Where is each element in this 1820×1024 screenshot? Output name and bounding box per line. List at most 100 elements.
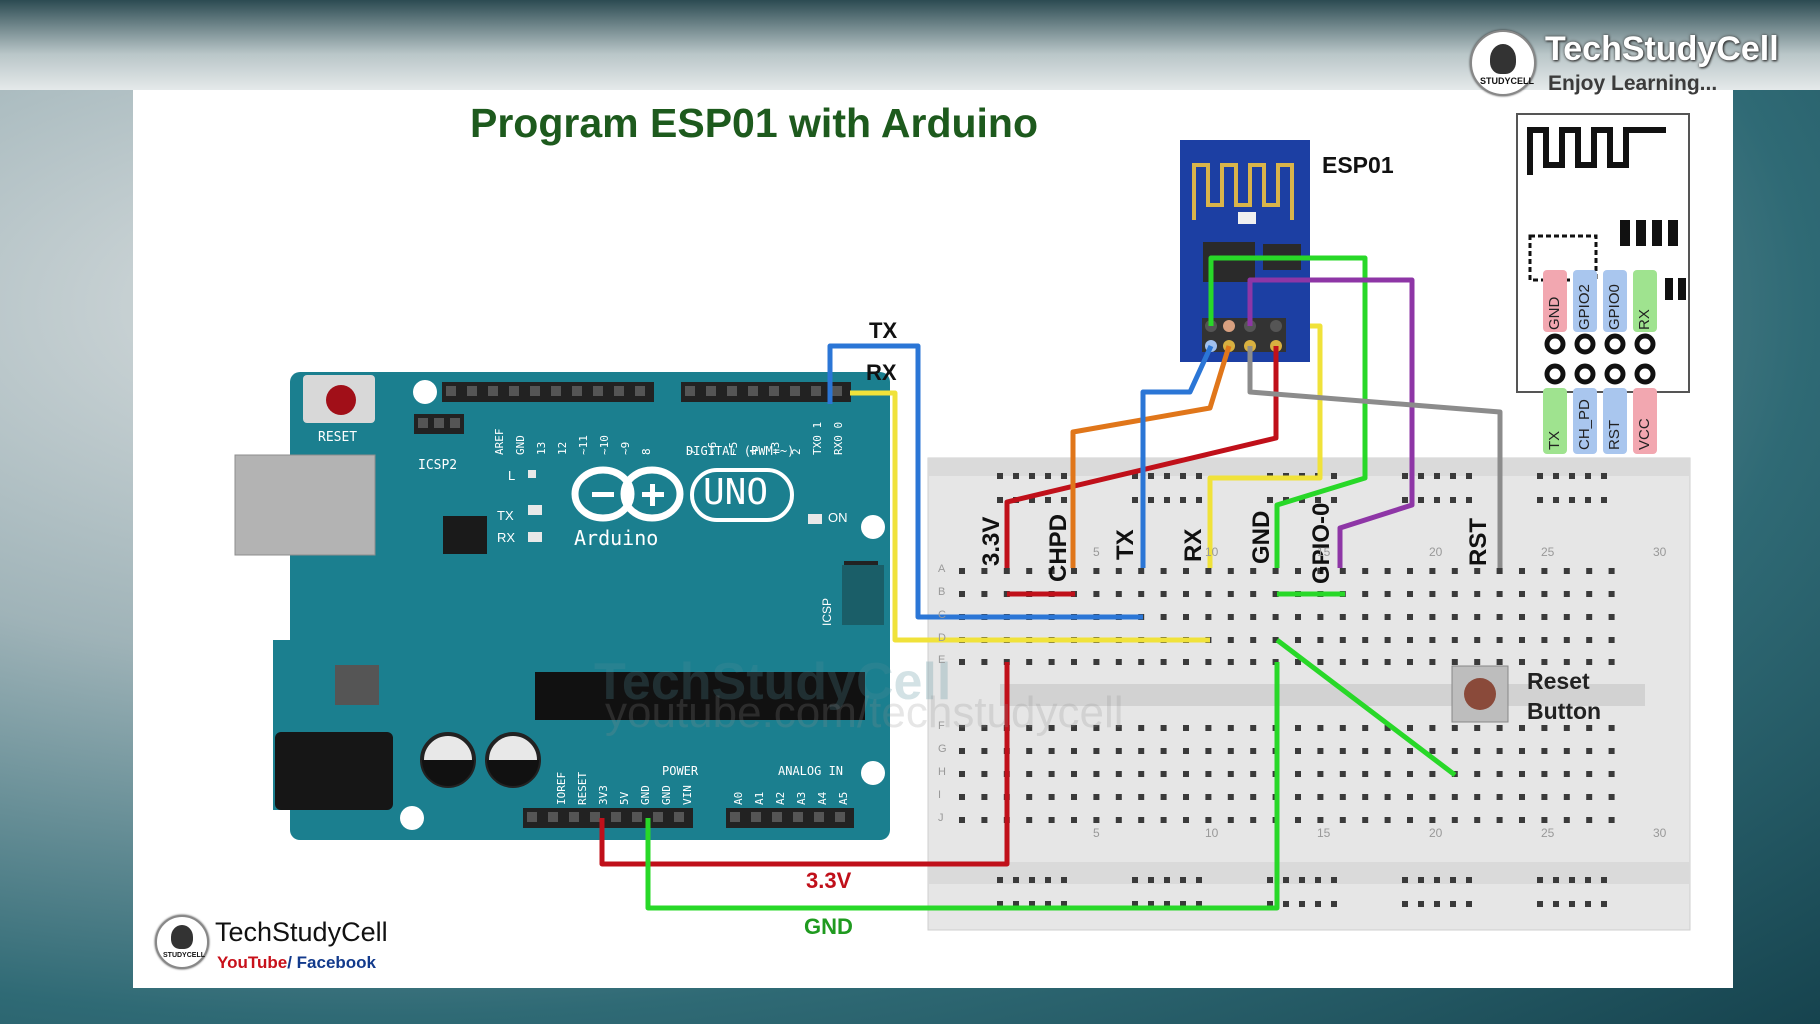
breadboard-hole <box>1541 771 1548 777</box>
reset-button-label-line2: Button <box>1527 698 1602 724</box>
breadboard-hole <box>1541 659 1548 665</box>
breadboard-hole <box>1183 771 1189 777</box>
header-pin <box>488 386 498 396</box>
breadboard-hole <box>1474 725 1481 731</box>
rail-hole <box>1299 497 1305 503</box>
breadboard-hole <box>1519 748 1525 754</box>
breadboard-hole <box>1608 659 1615 665</box>
breadboard-hole <box>1026 794 1033 800</box>
rail-hole <box>1450 877 1456 883</box>
reset-push-button[interactable] <box>1451 665 1509 723</box>
rail-hole <box>1569 473 1575 479</box>
esp01-pinout-diagram <box>1516 113 1690 454</box>
rail-hole <box>1569 497 1575 503</box>
arduino-model: UNO <box>703 472 769 513</box>
header-pin <box>748 386 758 396</box>
pinout-hole <box>1604 333 1626 355</box>
breadboard-hole <box>1474 748 1481 754</box>
reset-button-arduino[interactable] <box>326 385 356 415</box>
breadboard-hole <box>1586 591 1593 597</box>
breadboard-hole <box>1227 817 1234 823</box>
power-pin-label: GND <box>660 785 673 805</box>
breadboard-hole <box>1295 817 1301 823</box>
breadboard-hole <box>1160 794 1167 800</box>
breadboard-hole <box>1160 771 1167 777</box>
breadboard-hole <box>1563 794 1570 800</box>
header-pin <box>772 812 782 822</box>
wires <box>599 255 1503 911</box>
brand-bottom-name: TechStudyCell <box>215 917 388 947</box>
rail-hole <box>1045 497 1051 503</box>
breadboard-hole <box>1496 794 1503 800</box>
rail-hole <box>1466 473 1472 479</box>
rail-hole <box>1553 901 1559 907</box>
rail-hole <box>1045 473 1051 479</box>
breadboard-row-letter: C <box>938 609 946 621</box>
breadboard-hole <box>1160 568 1167 574</box>
rail-hole <box>1569 901 1575 907</box>
breadboard-hole <box>1138 794 1145 800</box>
rail-hole <box>1450 497 1456 503</box>
esp-wire-yellow-rx <box>1207 323 1323 568</box>
rail-hole <box>1553 473 1559 479</box>
header-pin <box>548 812 558 822</box>
breadboard-hole <box>1608 591 1615 597</box>
brand-top-name: TechStudyCell <box>1545 30 1779 68</box>
rail-hole <box>1434 901 1440 907</box>
rail-hole <box>1331 497 1337 503</box>
breadboard-hole <box>1205 591 1212 597</box>
rail-hole <box>1132 497 1138 503</box>
breadboard-hole <box>1093 794 1100 800</box>
breadboard-hole <box>1317 771 1324 777</box>
breadboard-hole <box>1317 568 1324 574</box>
wire-label-gnd: GND <box>804 914 853 939</box>
breadboard-hole <box>1608 794 1615 800</box>
pinout-label-vcc: VCC <box>1636 418 1653 450</box>
rail-hole <box>1180 901 1186 907</box>
breadboard-hole <box>1563 591 1570 597</box>
power-pin-label: RESET <box>576 771 589 805</box>
breadboard-hole <box>1160 659 1167 665</box>
rail-hole <box>1553 497 1559 503</box>
breadboard-hole <box>1429 794 1436 800</box>
breadboard-hole <box>1563 568 1570 574</box>
breadboard-hole <box>1496 637 1503 643</box>
header-pin <box>611 812 621 822</box>
breadboard-hole <box>1295 794 1301 800</box>
rail-hole <box>1418 901 1424 907</box>
breadboard-hole <box>1407 614 1413 620</box>
header-pin <box>769 386 779 396</box>
youtube-link[interactable]: YouTube <box>217 953 288 972</box>
rail-hole <box>1537 901 1543 907</box>
breadboard-hole <box>1563 817 1570 823</box>
rail-hole <box>1029 877 1035 883</box>
bb-label-gnd: GND <box>1248 510 1275 564</box>
rail-hole <box>1196 473 1202 479</box>
rail-hole <box>997 901 1003 907</box>
rail-hole <box>1315 901 1321 907</box>
breadboard-row-letter: F <box>938 720 945 732</box>
breadboard-hole <box>1608 614 1615 620</box>
rail-hole <box>997 877 1003 883</box>
wire-label-tx: TX <box>869 318 898 343</box>
breadboard-hole <box>1048 771 1055 777</box>
rail-hole <box>1537 497 1543 503</box>
breadboard-hole <box>1541 794 1548 800</box>
pinout-label-tx: TX <box>1546 430 1563 450</box>
breadboard-hole <box>1362 794 1369 800</box>
breadboard-hole <box>981 591 988 597</box>
pinout-bottom-pin-rst <box>1603 388 1627 454</box>
techstudycell-logo-small-icon: STUDYCELL <box>155 915 209 969</box>
breadboard-hole <box>1339 725 1346 731</box>
rail-hole <box>997 473 1003 479</box>
breadboard-hole <box>1048 568 1055 574</box>
rail-hole <box>1132 473 1138 479</box>
breadboard-hole <box>1519 659 1525 665</box>
breadboard-hole <box>1227 637 1234 643</box>
rail-hole <box>1180 497 1186 503</box>
header-pin <box>593 386 603 396</box>
header-pin <box>527 812 537 822</box>
breadboard-hole <box>1026 659 1033 665</box>
breadboard-hole <box>1608 771 1615 777</box>
facebook-link[interactable]: Facebook <box>296 953 377 972</box>
